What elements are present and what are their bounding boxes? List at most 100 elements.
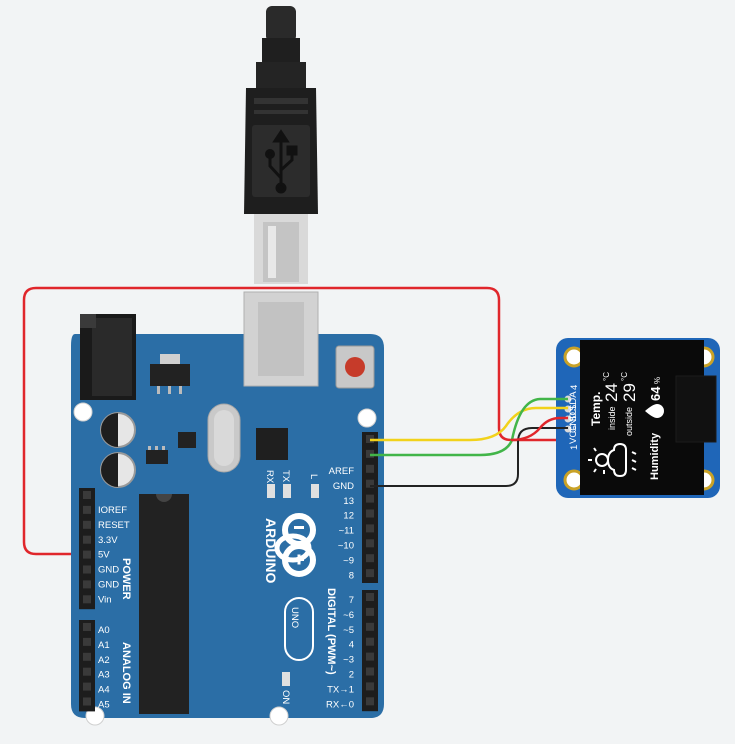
- dc-power-jack: [80, 314, 136, 400]
- header-pin[interactable]: [366, 464, 374, 473]
- l-led: [311, 484, 319, 498]
- pin-label: 7: [349, 595, 354, 606]
- small-ic: [146, 446, 168, 464]
- pin-label: A5: [98, 700, 110, 711]
- header-pin[interactable]: [83, 623, 91, 631]
- pin-label: 13: [343, 496, 354, 507]
- pin-label: 3.3V: [98, 535, 118, 546]
- header-pin[interactable]: [366, 622, 374, 631]
- header-pin[interactable]: [83, 505, 91, 514]
- header-pin[interactable]: [83, 535, 91, 544]
- pin-label: GND: [98, 580, 119, 591]
- pin-label: 4: [349, 640, 354, 651]
- pin-label: ~5: [343, 625, 354, 636]
- oled-pin-label: SCL: [568, 404, 579, 422]
- header-pin[interactable]: [366, 652, 374, 661]
- header-pin[interactable]: [83, 520, 91, 529]
- oled-humidity-value: 64: [648, 386, 663, 401]
- header-pin[interactable]: [366, 697, 374, 706]
- analog-header-title: ANALOG IN: [120, 642, 132, 704]
- pin-label: A4: [98, 685, 110, 696]
- wire-5v-end: [510, 416, 568, 442]
- oled-display-content: Temp. inside 24 °C outside 29 °C Humidit…: [588, 372, 664, 480]
- oled-pin-label: VCC: [568, 424, 579, 444]
- humidity-drop-icon: [645, 404, 664, 418]
- reset-button[interactable]: [335, 345, 375, 389]
- pin-label: ~11: [339, 526, 354, 537]
- usb-port: [243, 291, 319, 387]
- header-pin[interactable]: [366, 524, 374, 533]
- crystal-oscillator: [207, 403, 241, 473]
- capacitor: [100, 452, 136, 488]
- oled-pin-label: GND: [568, 412, 579, 433]
- header-pin[interactable]: [366, 607, 374, 616]
- model-label: UNO: [289, 607, 300, 628]
- on-label: ON: [280, 690, 291, 704]
- header-pin[interactable]: [366, 593, 374, 601]
- oled-humidity-label: Humidity: [649, 432, 661, 480]
- oled-inside-unit: °C: [602, 372, 611, 381]
- analog-header: [79, 620, 95, 712]
- oled-outside-unit: °C: [620, 372, 629, 381]
- header-pin[interactable]: [83, 595, 91, 604]
- header-pin[interactable]: [83, 652, 91, 661]
- small-ic: [178, 432, 196, 448]
- header-pin[interactable]: [83, 491, 91, 499]
- pin-label: A0: [98, 625, 110, 636]
- tx-led: [283, 484, 291, 498]
- header-pin[interactable]: [83, 697, 91, 706]
- oled-pin-number-first: 1: [569, 445, 580, 450]
- pin-label: 2: [349, 670, 354, 681]
- header-pin[interactable]: [83, 580, 91, 589]
- brand-label: ARDUINO: [263, 518, 279, 583]
- oled-outside-value: 29: [620, 383, 639, 402]
- l-label: L: [308, 474, 319, 479]
- header-pin[interactable]: [366, 554, 374, 563]
- tx-label: TX: [280, 470, 291, 483]
- header-pin[interactable]: [366, 509, 374, 518]
- header-pin[interactable]: [83, 682, 91, 691]
- pin-label: 5V: [98, 550, 110, 561]
- oled-pin-label: SDA: [568, 391, 579, 411]
- header-pin[interactable]: [83, 550, 91, 559]
- header-pin[interactable]: [83, 637, 91, 646]
- pin-label: A1: [98, 640, 110, 651]
- pin-label: A2: [98, 655, 110, 666]
- weather-cloud-sun-icon: [588, 442, 637, 478]
- oled-outside-label: outside: [624, 407, 634, 436]
- power-header: [79, 488, 95, 610]
- usb-icon: [265, 129, 298, 194]
- pin-label: 8: [349, 570, 354, 581]
- header-pin[interactable]: [366, 494, 374, 503]
- header-pin[interactable]: [366, 667, 374, 676]
- on-led: [282, 672, 290, 686]
- pin-label: ~9: [343, 555, 354, 566]
- header-pin[interactable]: [366, 637, 374, 646]
- mounting-hole: [357, 408, 377, 428]
- header-pin[interactable]: [366, 682, 374, 691]
- header-pin[interactable]: [366, 479, 374, 488]
- arduino-logo: [282, 513, 316, 578]
- header-pin[interactable]: [366, 569, 374, 578]
- usb-chip: [256, 428, 288, 460]
- usb-cable: [244, 6, 318, 284]
- pin-label: ~3: [343, 655, 354, 666]
- model-badge: UNO: [284, 597, 314, 661]
- header-pin[interactable]: [366, 539, 374, 548]
- oled-humidity-unit: %: [653, 377, 662, 384]
- pin-label: RESET: [98, 520, 130, 531]
- rx-label: RX: [264, 470, 275, 484]
- header-pin[interactable]: [83, 667, 91, 676]
- capacitor: [100, 412, 136, 448]
- mounting-hole: [269, 706, 289, 726]
- oled-pin-labels: VCCGNDSCLSDA: [568, 391, 579, 444]
- pin-label: TX→1: [327, 684, 354, 695]
- header-pin[interactable]: [83, 565, 91, 574]
- wire-5v: [22, 286, 570, 556]
- oled-module: VCCGNDSCLSDA 1 4 Temp. inside 24 °C outs…: [556, 338, 720, 498]
- pin-label: GND: [98, 565, 119, 576]
